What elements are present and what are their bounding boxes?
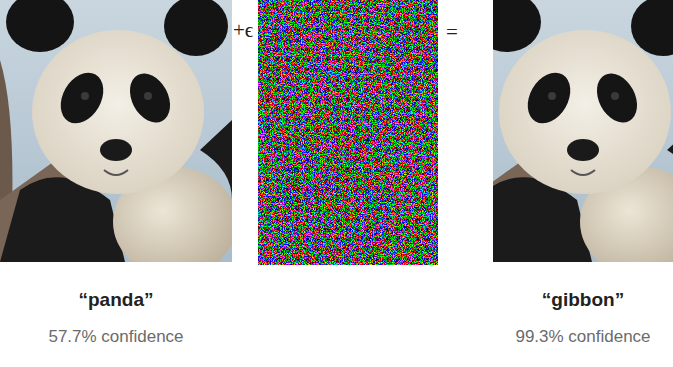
panda-photo [0,0,232,262]
confidence-label: 99.3% confidence [515,327,650,347]
equals-operator: = [446,20,458,45]
epsilon-operator: +ϵ [233,18,253,43]
noise-image [258,0,438,265]
class-label: “gibbon” [542,289,624,311]
confidence-label: 57.7% confidence [48,327,183,347]
class-label: “panda” [79,289,154,311]
panda-photo [493,0,673,262]
